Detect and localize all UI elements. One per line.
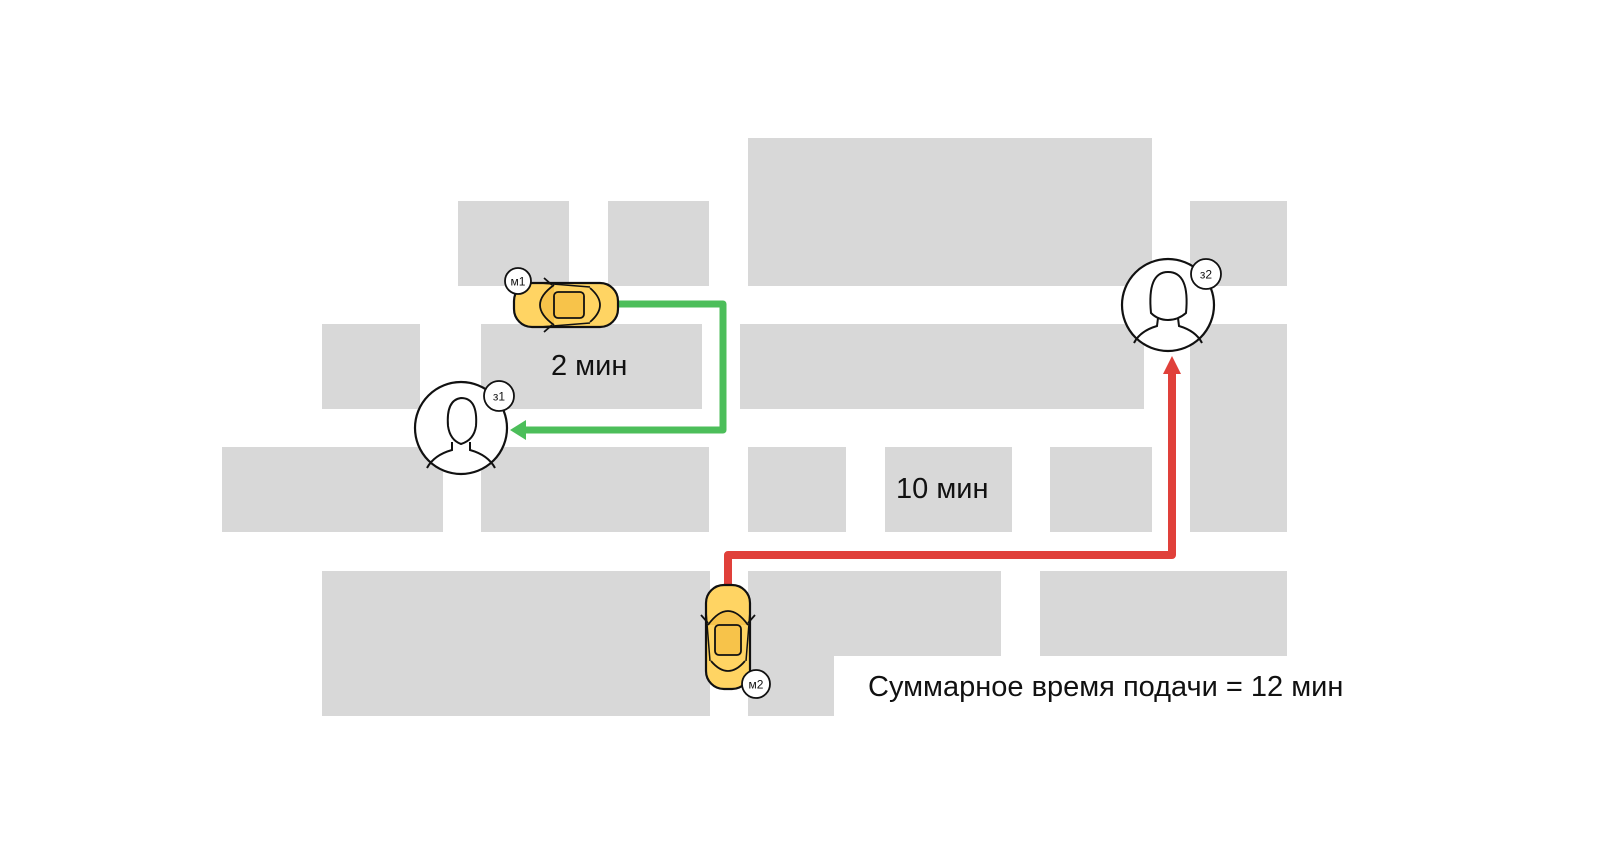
city-block [1190,409,1287,532]
taxi-car-icon [512,277,620,333]
city-block [748,138,1152,286]
city-block [748,447,846,532]
city-block [481,324,702,409]
car-badge-circle [504,267,532,295]
green-route-arrowhead [510,420,526,440]
red-route-arrowhead [1163,356,1181,374]
client-badge-label: з1 [493,390,506,404]
car-badge-label: м1 [511,275,526,289]
female-user-icon [1120,257,1216,353]
city-block [1050,447,1152,532]
city-block [481,447,709,532]
taxi-car-icon [700,583,756,691]
city-block [885,447,1012,532]
client-badge-circle [483,380,515,412]
car-badge-label: м2 [749,678,764,692]
city-block [740,324,1144,409]
male-user-icon [413,380,509,476]
summary-label: Суммарное время подачи = 12 мин [868,671,1344,703]
city-block [222,447,443,532]
client-badge-label: з2 [1200,268,1213,282]
red-route [724,356,1181,594]
red-route-time-label: 10 мин [896,473,989,505]
city-block [1040,571,1287,656]
green-route-time-label: 2 мин [551,350,628,382]
city-block [322,324,420,409]
car-m1: м1 [504,267,620,333]
car-badge-circle [741,669,771,699]
city-block [1190,324,1287,409]
city-block [748,571,1001,656]
green-route [510,300,727,440]
city-block [608,201,709,286]
client-badge-circle [1190,258,1222,290]
client-z2: з2 [1120,257,1222,353]
city-block [322,571,710,716]
city-blocks [222,138,1287,716]
client-z1: з1 [413,380,515,476]
car-m2: м2 [700,583,771,699]
